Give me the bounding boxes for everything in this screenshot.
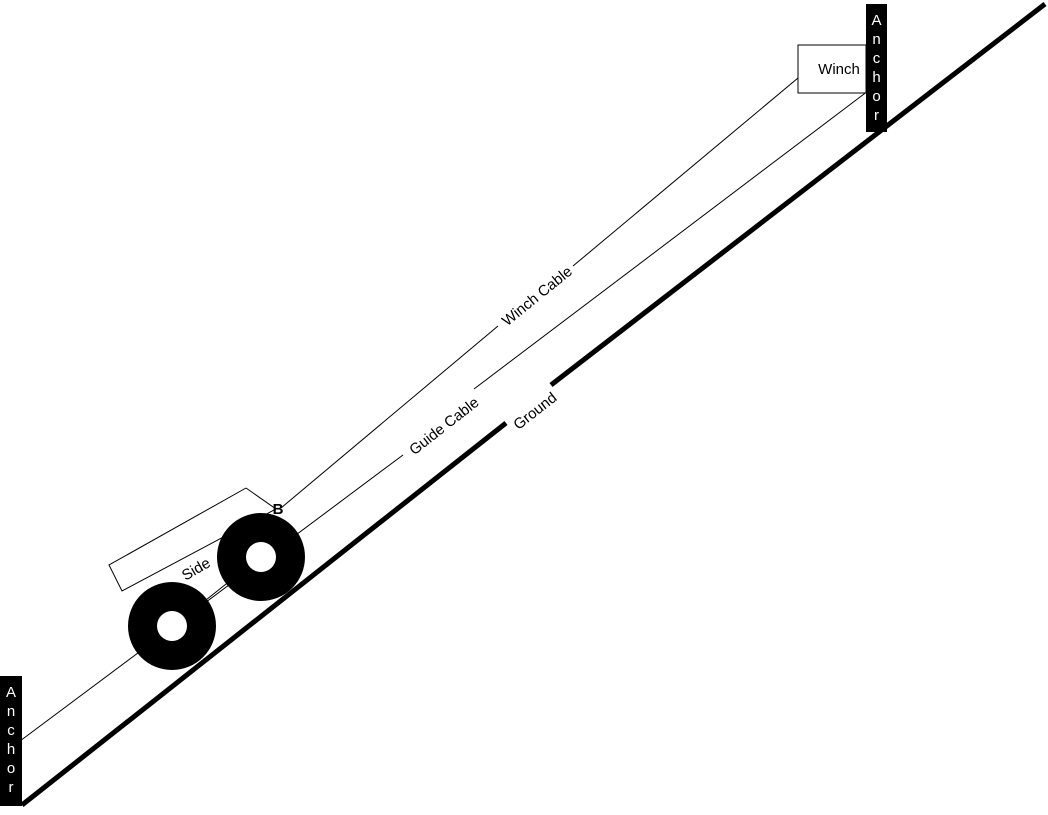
winch-cable-label: Winch Cable bbox=[499, 263, 576, 330]
side-label: Side bbox=[179, 555, 214, 585]
anchor-top-letter: o bbox=[872, 88, 880, 105]
anchor-top bbox=[866, 4, 887, 132]
guide-cable bbox=[19, 90, 869, 742]
anchor-top-text: A n c h o r bbox=[871, 12, 881, 124]
anchor-bottom bbox=[0, 676, 22, 806]
wheel-front bbox=[217, 513, 305, 601]
anchor-top-letter: h bbox=[872, 69, 880, 86]
anchor-bottom-letter: c bbox=[7, 722, 15, 739]
anchor-bottom-letter: o bbox=[7, 760, 15, 777]
winch-cable-upper bbox=[572, 77, 799, 267]
ground-label: Ground bbox=[510, 389, 560, 433]
anchor-top-letter: A bbox=[871, 12, 881, 29]
anchor-top-letter: c bbox=[873, 50, 881, 67]
anchor-top-letter: r bbox=[874, 107, 879, 124]
winch-cable-lower bbox=[280, 325, 499, 509]
ground-line-lower bbox=[20, 421, 508, 807]
anchor-bottom-text: A n c h o r bbox=[6, 684, 16, 796]
winch-label: Winch bbox=[818, 61, 860, 78]
anchor-bottom-letter: n bbox=[7, 703, 15, 720]
guide-cable-upper bbox=[473, 90, 869, 390]
winch-cable bbox=[280, 77, 799, 509]
wheel-rear-hub bbox=[157, 611, 187, 641]
cart-body bbox=[108, 487, 277, 592]
ground-line-upper bbox=[549, 2, 1047, 387]
ground-line bbox=[20, 2, 1047, 807]
anchor-bottom-letter: A bbox=[6, 684, 16, 701]
anchor-top-letter: n bbox=[872, 31, 880, 48]
point-b-label: B bbox=[273, 501, 284, 518]
anchor-bottom-letter: h bbox=[7, 741, 15, 758]
wheel-front-hub bbox=[246, 542, 276, 572]
wheel-rear bbox=[128, 582, 216, 670]
guide-cable-lower bbox=[19, 454, 404, 742]
anchor-bottom-letter: r bbox=[9, 779, 14, 796]
